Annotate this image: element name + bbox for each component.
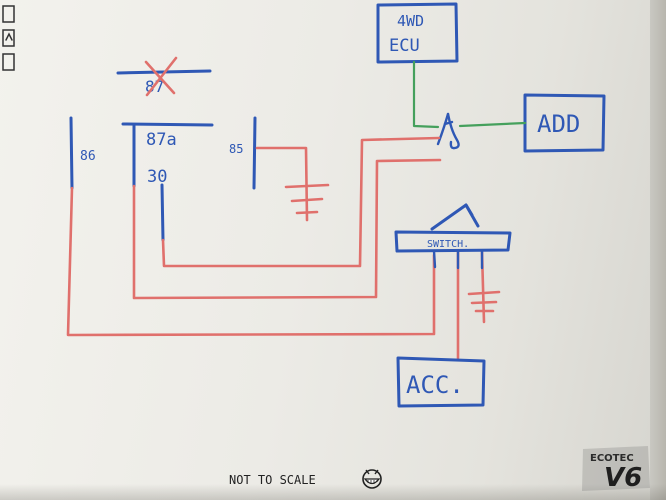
ecu-box: 4WD ECU [376,2,459,64]
whiteboard-tray-shadow [0,484,666,500]
whiteboard-frame [650,0,666,500]
switch-label: SWITCH. [427,239,469,250]
pin-87-crossed: 87 [116,56,212,97]
pin-87a-label: 87a [146,130,177,150]
green-wires [412,60,527,129]
add-label: ADD [537,110,580,138]
ecu-label-line2: ECU [389,36,420,56]
pin-30-label: 30 [147,167,167,187]
scale-note: NOT TO SCALE [229,469,382,489]
corner-marks [2,5,15,71]
add-box: ADD [523,93,606,153]
not-to-scale-note: NOT TO SCALE [229,473,316,487]
red-wires [66,136,501,360]
splice-symbol [436,112,460,150]
pin-85-label: 85 [229,142,243,156]
ecotec-v6-badge: ECOTEC V6 [582,446,650,493]
badge-line2: V6 [604,463,642,493]
grin-face-icon [362,469,382,489]
acc-box: ACC. [396,356,486,408]
relay: 86 87a 30 85 [69,116,257,242]
acc-label: ACC. [406,371,464,399]
ecu-label-line1: 4WD [397,12,424,30]
pin-86-label: 86 [80,149,96,164]
badge-line1: ECOTEC [590,453,634,464]
switch-symbol: SWITCH. [394,203,512,270]
